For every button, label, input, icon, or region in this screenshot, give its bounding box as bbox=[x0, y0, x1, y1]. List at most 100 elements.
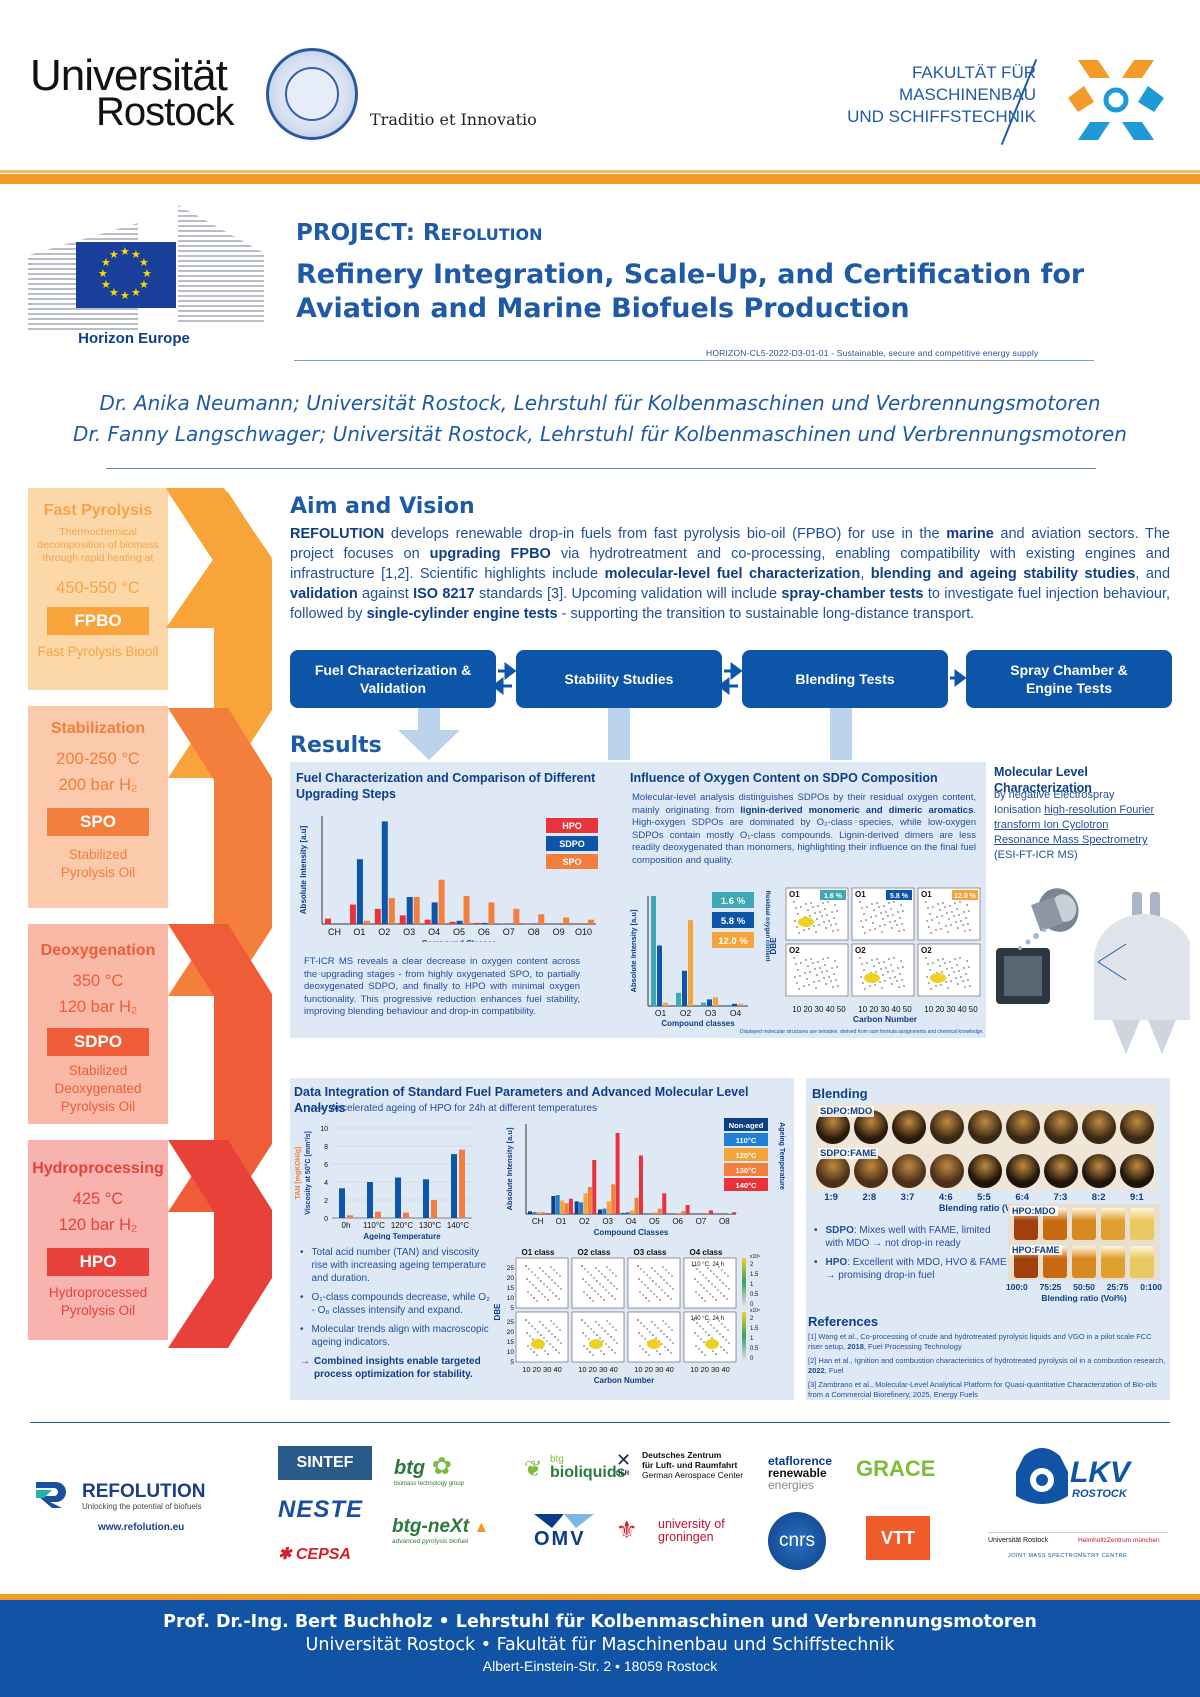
panel4-bullets: •Total acid number (TAN) and viscosity r… bbox=[300, 1247, 490, 1380]
dbe-dot bbox=[967, 923, 969, 925]
dbe-dot bbox=[637, 1265, 639, 1267]
blend-vial bbox=[1082, 1154, 1116, 1188]
bar bbox=[708, 1210, 713, 1214]
x-tick-label: O3 bbox=[403, 927, 415, 937]
dbe-dot bbox=[948, 974, 950, 976]
dbe-dot bbox=[601, 1327, 603, 1329]
dbe-dot bbox=[539, 1321, 541, 1323]
bar-spo bbox=[413, 897, 420, 924]
dbe-dot bbox=[638, 1332, 640, 1334]
bar bbox=[625, 1212, 630, 1214]
dbe-dot bbox=[641, 1335, 643, 1337]
dbe-dot bbox=[892, 914, 894, 916]
dbe-dot bbox=[696, 1268, 698, 1270]
dbe-dot bbox=[602, 1340, 604, 1342]
dbe-dot bbox=[937, 959, 939, 961]
panel4-subtitle: ⟶Accelerated ageing of HPO for 24h at di… bbox=[310, 1103, 597, 1114]
bar-sdpo bbox=[356, 859, 363, 924]
dbe-dot bbox=[639, 1291, 641, 1293]
dbe-dot bbox=[585, 1335, 587, 1337]
dbe-dot bbox=[705, 1277, 707, 1279]
dbe-dot bbox=[833, 973, 835, 975]
dbe-y-label: DBE bbox=[770, 937, 778, 955]
dbe-dot bbox=[662, 1266, 664, 1268]
hpo-vial bbox=[1072, 1246, 1096, 1278]
dbe-dot bbox=[709, 1293, 711, 1295]
bar bbox=[606, 1201, 611, 1214]
sdpo-mdo-label: SDPO:MDO bbox=[818, 1106, 875, 1117]
dbe-dot bbox=[559, 1275, 561, 1277]
dbe-dot bbox=[648, 1354, 650, 1356]
authors: Dr. Anika Neumann; Universität Rostock, … bbox=[73, 391, 1127, 446]
dbe-dot bbox=[803, 929, 805, 931]
dbe-dot bbox=[945, 925, 947, 927]
dbe-dot bbox=[712, 1296, 714, 1298]
x-tick-label: O3 bbox=[602, 1217, 613, 1226]
dbe-dot bbox=[656, 1350, 658, 1352]
bar bbox=[681, 1211, 686, 1214]
dbe-dot bbox=[897, 967, 899, 969]
bar bbox=[611, 1184, 616, 1214]
dbe-dot bbox=[548, 1330, 550, 1332]
dbe-dot bbox=[707, 1267, 709, 1269]
dbe-dot bbox=[813, 981, 815, 983]
x-tick-label: O3 bbox=[705, 1008, 717, 1018]
x-tick-label: 140°C bbox=[447, 1221, 470, 1230]
dbe-dot bbox=[800, 906, 802, 908]
dbe-dot bbox=[822, 958, 824, 960]
legend-label: 110°C bbox=[736, 1136, 757, 1145]
dbe-dot bbox=[798, 932, 800, 934]
dbe-dot bbox=[827, 957, 829, 959]
dbe-dot bbox=[654, 1270, 656, 1272]
dbe-dot bbox=[536, 1300, 538, 1302]
dbe-dot bbox=[930, 988, 932, 990]
legend-label: Non-aged bbox=[729, 1121, 764, 1130]
dbe-dot bbox=[555, 1349, 557, 1351]
dbe-dot bbox=[706, 1290, 708, 1292]
dbe-tag-label: 5.8 % bbox=[890, 893, 909, 900]
bar-spo bbox=[513, 908, 520, 924]
dbe-dot bbox=[538, 1290, 540, 1292]
dbe-dot bbox=[882, 974, 884, 976]
step-hydroprocessing: Hydroprocessing 425 °C 120 bar H₂ HPO Hy… bbox=[32, 1160, 164, 1318]
dbe-dot bbox=[944, 962, 946, 964]
dbe-dot bbox=[604, 1276, 606, 1278]
dbe-dot bbox=[795, 963, 797, 965]
dbe-dot bbox=[861, 907, 863, 909]
bar bbox=[375, 1211, 381, 1218]
dbe-dot bbox=[885, 967, 887, 969]
dbe-dot bbox=[545, 1327, 547, 1329]
dbe-dot bbox=[533, 1351, 535, 1353]
dbe-dot bbox=[725, 1285, 727, 1287]
dbe-dot bbox=[828, 920, 830, 922]
x-tick-label: 130°C bbox=[419, 1221, 442, 1230]
dbe-dot bbox=[828, 976, 830, 978]
dbe-hotspot bbox=[589, 1339, 603, 1349]
bar bbox=[451, 1154, 457, 1218]
x-axis-label: Compound Classes bbox=[422, 939, 497, 942]
dbe-dot bbox=[530, 1294, 532, 1296]
dbe-dot bbox=[525, 1319, 527, 1321]
hpo-ratio-label: 0:100 bbox=[1140, 1282, 1162, 1292]
dbe-dot bbox=[830, 980, 832, 982]
dbe-dot bbox=[671, 1329, 673, 1331]
dbe-dot bbox=[592, 1354, 594, 1356]
dbe-dot bbox=[640, 1268, 642, 1270]
dbe-y-tick: 15 bbox=[507, 1285, 515, 1292]
neste-logo: NESTE bbox=[278, 1496, 364, 1523]
bar-hpo bbox=[399, 915, 406, 924]
dbe-dot bbox=[894, 976, 896, 978]
dbe-dot bbox=[879, 925, 881, 927]
dbe-dot bbox=[835, 979, 837, 981]
dbe-dot bbox=[876, 902, 878, 904]
dbe-dot bbox=[826, 914, 828, 916]
dbe-dot bbox=[719, 1333, 721, 1335]
dbe-dot bbox=[596, 1334, 598, 1336]
btg-logo: btg ✿ biomass technology group bbox=[394, 1453, 465, 1487]
dbe-dot bbox=[549, 1289, 551, 1291]
x-tick-label: O2 bbox=[680, 1008, 692, 1018]
colorbar-tick: 0.5 bbox=[750, 1346, 759, 1352]
